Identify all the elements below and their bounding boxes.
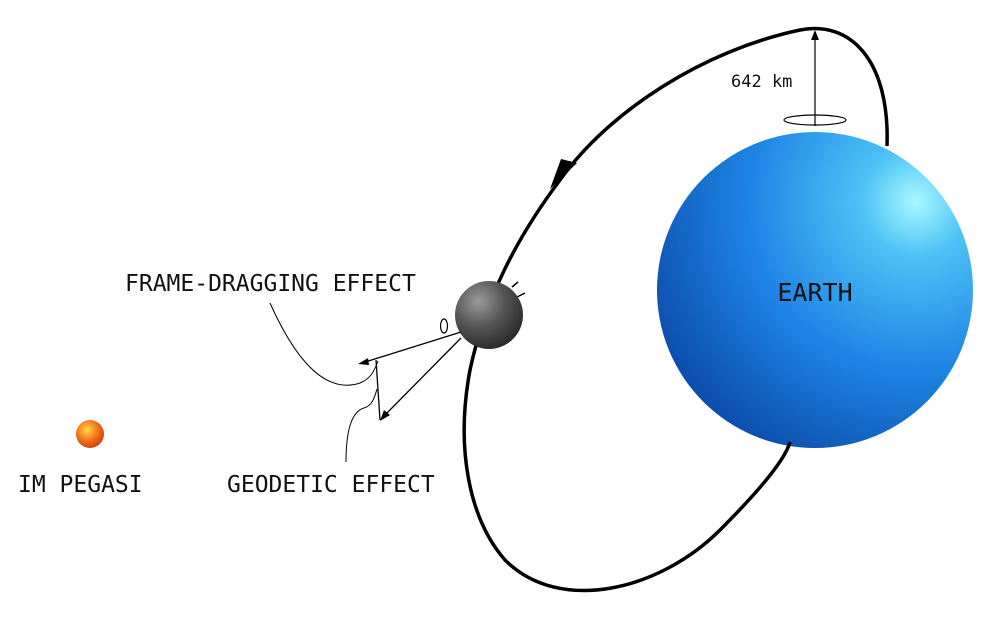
orbit-direction-arrow <box>550 159 577 189</box>
altitude-label: 642 km <box>731 72 792 92</box>
satellite-antenna-2 <box>516 292 526 298</box>
earth-sphere <box>657 132 973 448</box>
guide-star-label: IM PEGASI <box>18 472 143 498</box>
geodetic-leader <box>345 388 378 463</box>
earth-spin-ellipse <box>783 114 847 126</box>
geodetic-arrow-line <box>382 337 462 418</box>
satellite-antenna-1 <box>511 281 519 288</box>
frame-dragging-arrowhead <box>358 358 369 365</box>
altitude-arrowhead <box>811 30 819 40</box>
earth-label: EARTH <box>777 278 852 307</box>
precession-connector <box>375 359 381 421</box>
frame-dragging-label: FRAME-DRAGGING EFFECT <box>125 271 416 297</box>
orbit-path <box>462 26 889 593</box>
geodetic-label: GEODETIC EFFECT <box>227 472 435 498</box>
guide-star <box>76 420 104 448</box>
frame-dragging-arrow-line <box>361 331 462 364</box>
satellite-sphere <box>455 281 523 349</box>
frame-dragging-leader <box>269 302 379 386</box>
gyroscope-spin-ellipse <box>439 318 449 334</box>
geodetic-arrowhead <box>380 410 390 421</box>
